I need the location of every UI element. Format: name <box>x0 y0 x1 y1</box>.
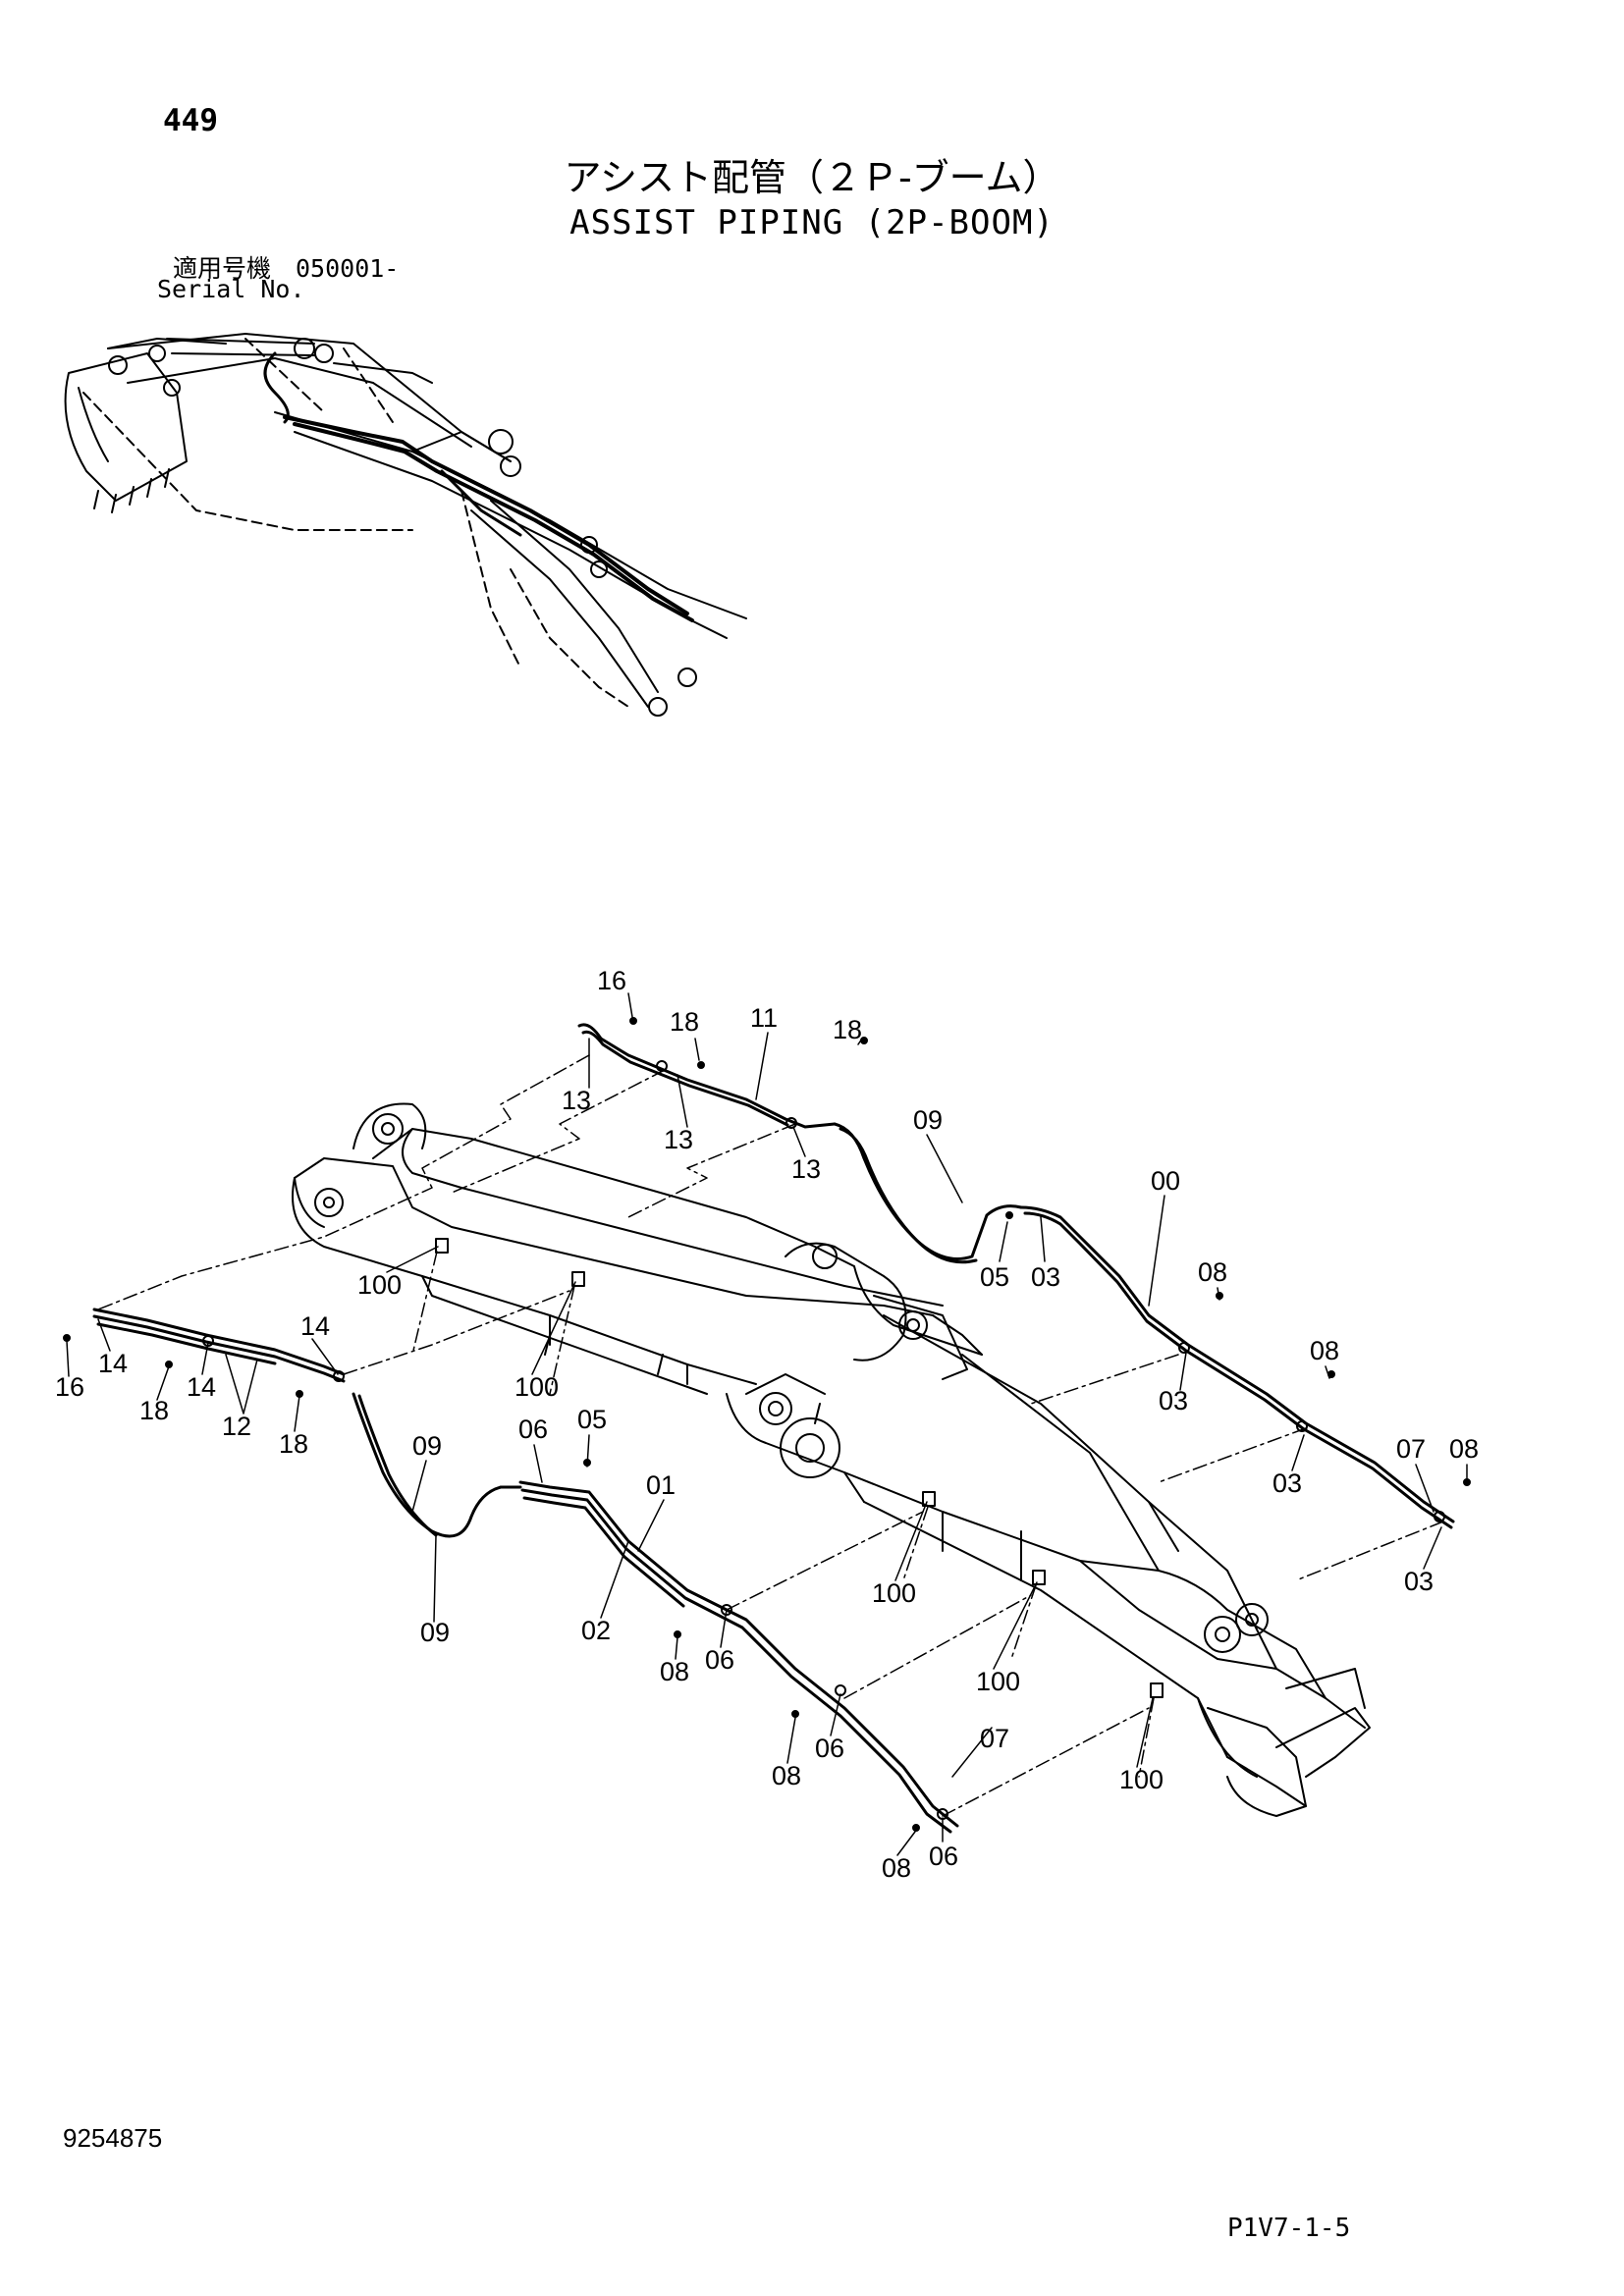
callout-label: 13 <box>791 1154 821 1184</box>
callout-label: 08 <box>772 1761 801 1790</box>
callout-label: 06 <box>815 1734 844 1763</box>
callout-label: 03 <box>1031 1262 1060 1292</box>
document-number: 9254875 <box>63 2123 163 2153</box>
callout-label: 06 <box>929 1842 958 1871</box>
callout-label: 03 <box>1404 1567 1434 1596</box>
callout-label: 02 <box>581 1616 611 1645</box>
callout-label: 06 <box>705 1645 734 1675</box>
callout-label: 18 <box>670 1007 699 1037</box>
callout-label: 08 <box>882 1853 911 1883</box>
callout-label: 18 <box>139 1396 169 1425</box>
callout-label: 08 <box>1198 1257 1227 1287</box>
boom-exploded-view <box>292 1102 1371 1817</box>
callout-label: 13 <box>562 1086 591 1115</box>
callout-label: 16 <box>55 1372 84 1402</box>
callout-label: 09 <box>420 1618 450 1647</box>
callout-label: 09 <box>913 1105 943 1135</box>
callout-label: 03 <box>1159 1386 1188 1415</box>
serial-range-japanese: 適用号機 050001- <box>173 254 400 283</box>
page-number: 449 <box>163 103 218 138</box>
callout-label: 100 <box>872 1578 916 1608</box>
serial-number-label: Serial No. <box>157 275 305 303</box>
callout-label: 14 <box>300 1311 330 1341</box>
overview-illustration <box>64 333 747 717</box>
callout-label: 13 <box>664 1125 693 1154</box>
callout-label: 07 <box>1396 1434 1426 1464</box>
callout-label: 100 <box>514 1372 559 1402</box>
fastener-markers <box>63 1017 1471 1832</box>
callout-leaders <box>66 992 1468 1856</box>
callout-label: 100 <box>357 1270 402 1300</box>
diagram-title-english: ASSIST PIPING (2P-BOOM) <box>569 203 1055 242</box>
callout-label: 18 <box>279 1429 308 1459</box>
callout-label: 08 <box>1310 1336 1339 1365</box>
callout-label: 06 <box>518 1415 548 1444</box>
callout-label: 00 <box>1151 1166 1180 1196</box>
callout-label: 08 <box>1449 1434 1479 1464</box>
callout-label: 03 <box>1272 1468 1302 1498</box>
callout-label: 08 <box>660 1657 689 1686</box>
callout-label: 14 <box>98 1349 128 1378</box>
callout-label: 07 <box>980 1724 1009 1753</box>
callout-label: 11 <box>750 1003 778 1033</box>
callout-label: 05 <box>577 1405 607 1434</box>
upper-piping <box>577 1023 1455 1529</box>
callout-label: 14 <box>187 1372 216 1402</box>
lower-piping <box>92 1308 959 1834</box>
callout-label: 09 <box>412 1431 442 1461</box>
callout-label: 12 <box>222 1412 251 1441</box>
callout-labels: 16 18 11 18 13 13 13 09 00 05 03 08 08 0… <box>55 966 1479 1883</box>
callout-label: 05 <box>980 1262 1009 1292</box>
diagram-title-japanese: アシスト配管（２Ｐ-ブーム） <box>564 156 1060 199</box>
callout-label: 16 <box>597 966 626 995</box>
page-code: P1V7-1-5 <box>1227 2214 1351 2243</box>
callout-label: 18 <box>833 1015 862 1044</box>
assembly-leaders <box>97 1054 1444 1817</box>
callout-label: 100 <box>976 1667 1020 1696</box>
callout-label: 100 <box>1119 1765 1164 1794</box>
callout-label: 01 <box>646 1470 676 1500</box>
